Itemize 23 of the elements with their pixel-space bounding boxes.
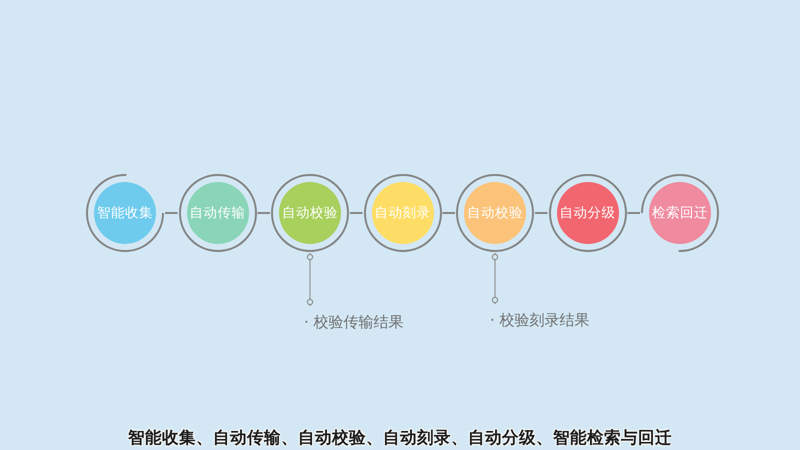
ringed-circle [455,173,535,253]
step-circle: 自动传输 [186,182,248,244]
connector-line [535,212,548,214]
leader-line [306,253,314,306]
step-circle: 智能收集 [94,182,156,244]
connector-line [258,212,270,214]
leader-line [492,253,498,304]
step-circle: 自动分级 [556,182,618,244]
step-circle: 自动校验 [279,182,341,244]
connector-line [442,212,455,214]
step-circle: 自动刻录 [372,182,434,244]
caption-text: 智能收集、自动传输、自动校验、自动刻录、自动分级、智能检索与回迁 [128,427,672,449]
step-circle: 自动校验 [464,182,526,244]
ringed-circle [362,173,442,253]
note-text: · 校验刻录结果 [490,304,590,330]
ringed-circle [178,173,258,253]
connector-line [628,212,640,214]
connector-line [165,212,178,214]
step-circle: 检索回迁 [649,182,711,244]
note-text: · 校验传输结果 [304,306,404,332]
ringed-circle [548,173,628,253]
connector-line [350,212,362,214]
ringed-circle [270,173,350,253]
